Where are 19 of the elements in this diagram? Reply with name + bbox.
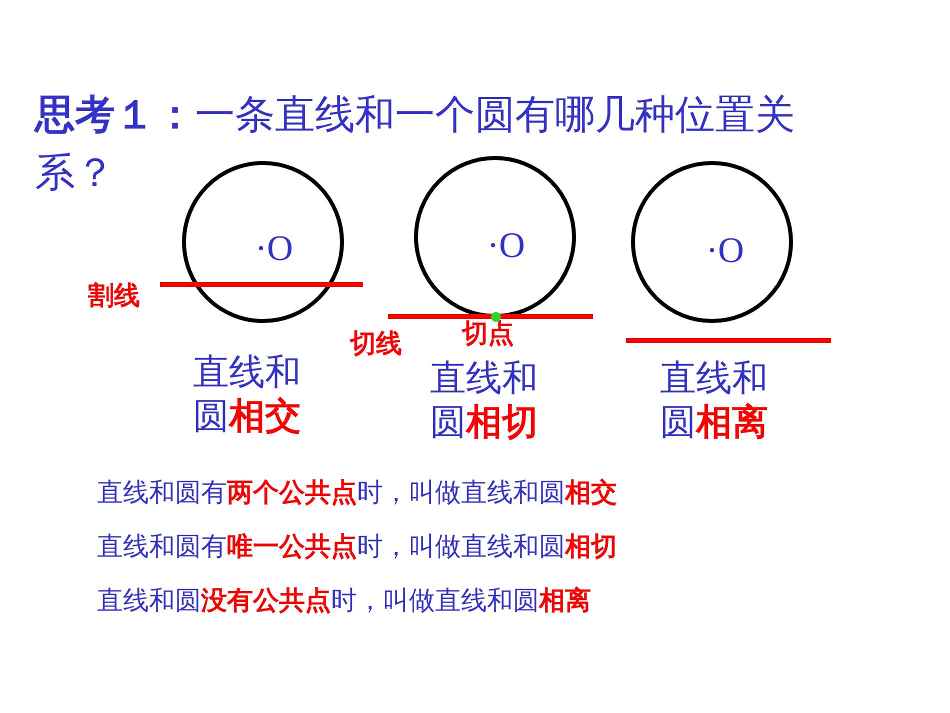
- line-segment: [626, 338, 831, 343]
- center-label: ·O: [255, 227, 293, 269]
- line-label: 割线: [88, 280, 140, 313]
- caption: 直线和圆相离: [660, 357, 769, 444]
- circle: [182, 161, 344, 323]
- line-segment: [388, 314, 593, 319]
- center-label: ·O: [706, 229, 744, 271]
- line-label: 切点: [462, 318, 514, 351]
- caption: 直线和圆相切: [430, 357, 539, 444]
- definition-text: 直线和圆没有公共点时，叫做直线和圆相离: [97, 585, 592, 617]
- definition-text: 直线和圆有两个公共点时，叫做直线和圆相交: [97, 477, 618, 509]
- line-segment: [160, 282, 363, 287]
- caption: 直线和圆相交: [193, 351, 302, 438]
- line-label: 切线: [350, 328, 402, 361]
- point-marker: [491, 312, 501, 322]
- circle: [631, 161, 793, 323]
- title: 思考１：一条直线和一个圆有哪几种位置关系？: [35, 91, 796, 197]
- definition-text: 直线和圆有唯一公共点时，叫做直线和圆相切: [97, 531, 618, 563]
- center-label: ·O: [487, 224, 525, 266]
